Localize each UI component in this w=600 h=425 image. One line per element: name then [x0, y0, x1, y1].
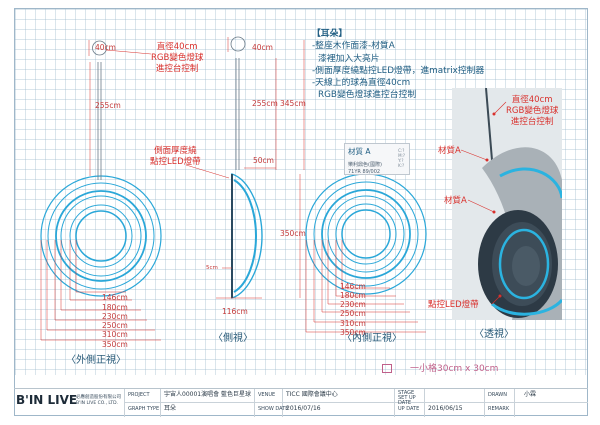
notes-line-5: RGB變色燈球進控台控制	[318, 90, 417, 101]
graph-type-label: GRAPH TYPE	[128, 406, 160, 412]
side-antenna-ball	[230, 36, 246, 52]
scale-swatch	[382, 364, 392, 373]
front-antenna-ball	[92, 40, 107, 56]
inner-dim-230: 230cm	[340, 300, 366, 309]
venue-label: VENUE	[258, 392, 276, 398]
persp-material-label-2: 材質A	[444, 196, 467, 206]
show-date-label: SHOW DATE	[258, 406, 289, 412]
material-name: 材質 A	[348, 147, 371, 156]
front-dim-230: 230cm	[102, 312, 128, 321]
stage-label: STAGE SET UP DATE	[398, 390, 416, 406]
notes-heading: 【耳朵】	[312, 29, 348, 39]
material-cmyk: C:? M:? Y:? K:?	[398, 148, 405, 168]
side-dim-antenna: 255cm	[252, 99, 278, 108]
sheet-border	[14, 8, 588, 416]
front-dim-antenna: 255cm	[95, 101, 121, 110]
material-swatch-card: 材質 A 樂利鼎色(國際) 71YR 89/002 C:? M:? Y:? K:…	[344, 143, 410, 175]
inner-dim-250: 250cm	[340, 309, 366, 318]
title-block: PROJECT 宇宙人00001演唱會 藍色巨星球 VENUE TICC 國際會…	[14, 388, 588, 417]
inner-dim-180: 180cm	[340, 291, 366, 300]
notes-line-1: -整座木作面漆-材質A	[312, 41, 395, 52]
front-dimension-lines	[40, 40, 161, 341]
graph-type-value: 耳朵	[164, 405, 177, 412]
front-ball-label: 直徑40cm RGB變色燈球 進控台控制	[151, 42, 204, 74]
side-dim-ball: 40cm	[252, 43, 273, 52]
persp-material-label-1: 材質A	[438, 146, 461, 156]
front-dim-ball: 40cm	[95, 43, 116, 52]
update-value: 2016/06/15	[428, 405, 463, 412]
side-dim-total: 345cm	[280, 99, 306, 108]
front-view-caption: 〈外側正視〉	[66, 355, 126, 366]
company-name: 必應創造股份有限公司 B'IN LIVE CO., LTD.	[76, 395, 121, 406]
inner-dimension-lines	[305, 240, 426, 333]
update-label: UP DATE	[398, 406, 420, 412]
side-view-caption: 〈側視〉	[213, 333, 253, 344]
persp-led-label: 點控LED燈帶	[428, 300, 479, 310]
material-code-1: 樂利鼎色(國際)	[348, 162, 382, 168]
notes-line-4: -天線上的球為直徑40cm	[312, 78, 411, 89]
scale-note: 一小格30cm x 30cm	[410, 364, 499, 374]
drawn-value: 小霖	[524, 391, 537, 398]
notes-line-3: -側面厚度繞點控LED燈帶，進matrix控制器	[312, 65, 485, 76]
remark-label: REMARK	[488, 406, 510, 412]
front-dim-146: 146cm	[102, 293, 128, 302]
persp-ball-label: 直徑40cm RGB變色燈球 進控台控制	[506, 95, 559, 127]
project-value: 宇宙人00001演唱會 藍色巨星球	[164, 391, 251, 398]
front-dim-310: 310cm	[102, 330, 128, 339]
design-notes: 【耳朵】 -整座木作面漆-材質A 漆裡加入大亮片 -側面厚度繞點控LED燈帶，進…	[312, 28, 484, 102]
material-code-2: 71YR 89/002	[348, 169, 381, 175]
inner-dim-310: 310cm	[340, 319, 366, 328]
side-antenna	[235, 58, 240, 170]
side-dim-height: 350cm	[280, 229, 306, 238]
perspective-render	[452, 88, 562, 320]
inner-dim-350: 350cm	[340, 328, 366, 337]
side-dim-depth: 116cm	[222, 307, 248, 316]
perspective-caption: 〈透視〉	[474, 329, 514, 340]
project-label: PROJECT	[128, 392, 150, 398]
drawn-label: DRAWN	[488, 392, 507, 398]
front-dim-250: 250cm	[102, 321, 128, 330]
inner-dim-146: 146cm	[340, 282, 366, 291]
front-antenna	[97, 62, 102, 180]
company-logo: B'IN LIVE	[16, 393, 78, 407]
venue-value: TICC 國際會議中心	[286, 391, 338, 398]
show-date-value: 2016/07/16	[286, 405, 321, 412]
side-led-label: 側面厚度繞 點控LED燈帶	[150, 146, 201, 167]
notes-line-2: 漆裡加入大亮片	[318, 53, 380, 64]
front-dim-180: 180cm	[102, 303, 128, 312]
front-dim-350: 350cm	[102, 340, 128, 349]
inner-view-caption: 〈內側正視〉	[342, 333, 402, 344]
side-dimension-lines	[185, 37, 305, 299]
side-body	[231, 173, 263, 299]
side-dim-width: 50cm	[253, 156, 274, 165]
side-dim-small: 5cm	[206, 265, 218, 271]
